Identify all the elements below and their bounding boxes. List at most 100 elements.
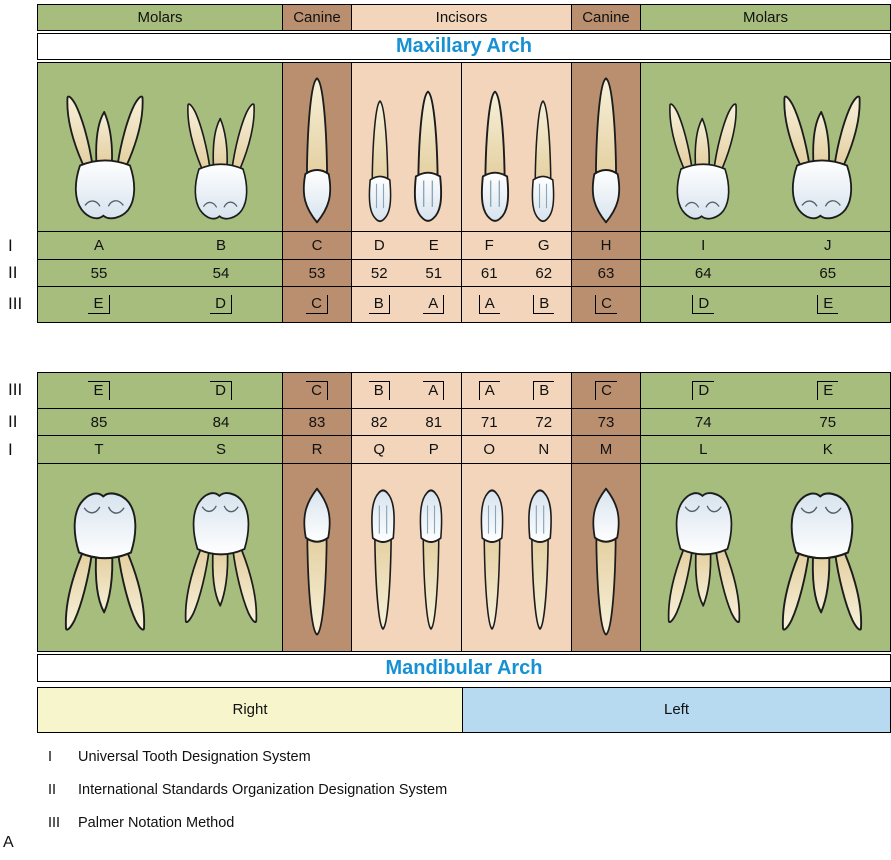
- tooth-code: T: [94, 441, 104, 458]
- row-label-universal-maxillary: I: [8, 236, 13, 255]
- upper-canine-icon: [591, 77, 621, 224]
- tooth-code: O: [483, 441, 496, 458]
- palmer-code: D: [692, 381, 715, 400]
- cell: C: [283, 232, 351, 259]
- tooth-code: G: [537, 237, 550, 254]
- lower-incisor-icon: [528, 489, 553, 630]
- cell: H: [572, 232, 640, 259]
- lower-molar-icon: [64, 492, 145, 631]
- tooth-code: N: [538, 441, 550, 458]
- tooth-code: Q: [373, 441, 386, 458]
- tooth-code: 54: [212, 264, 230, 282]
- upper-incisor-icon: [531, 100, 555, 223]
- palmer-code: E: [817, 295, 839, 314]
- palmer-code: A: [478, 295, 500, 314]
- legend-key: II: [48, 782, 57, 798]
- cell: 53: [283, 260, 351, 286]
- tooth-code: 85: [90, 413, 108, 431]
- tooth-code: 64: [694, 264, 712, 282]
- header-molars-left: Molars: [38, 5, 282, 30]
- header-incisors: Incisors: [352, 5, 571, 30]
- row-label-palmer-mandibular: III: [8, 380, 23, 399]
- palmer-code: E: [88, 381, 110, 400]
- lower-molar-icon: [782, 492, 863, 631]
- palmer-code: A: [423, 381, 445, 400]
- header-canine-left: Canine: [283, 5, 351, 30]
- palmer-code: B: [368, 295, 390, 314]
- row-label-palmer-maxillary: III: [8, 294, 23, 313]
- palmer-code: A: [478, 381, 500, 400]
- lower-canine-icon: [592, 487, 620, 636]
- palmer-code: C: [595, 381, 617, 400]
- maxillary-arch-title: Maxillary Arch: [37, 33, 891, 60]
- upper-molar-icon: [669, 103, 738, 220]
- chart: Molars Canine Incisors Canine Molars Max…: [37, 4, 891, 733]
- maxillary-left-incisors-cell: [462, 63, 571, 231]
- cell: C: [572, 373, 640, 408]
- tooth-code: H: [600, 237, 612, 254]
- tooth-code: C: [311, 237, 323, 254]
- mandibular-left-incisors-cell: [462, 464, 571, 651]
- legend-key: I: [48, 749, 53, 765]
- tooth-code: 63: [597, 264, 615, 282]
- palmer-code: B: [368, 381, 390, 400]
- legend-text: Palmer Notation Method: [78, 815, 235, 831]
- lower-incisor-icon: [370, 489, 395, 630]
- tooth-code: J: [824, 237, 832, 254]
- row-label-iso-maxillary: II: [8, 263, 18, 282]
- tooth-code: A: [93, 237, 104, 254]
- legend-row: I Universal Tooth Designation System: [48, 748, 447, 766]
- tooth-code: 72: [535, 413, 553, 431]
- mandibular-teeth-row: [37, 463, 891, 652]
- right-side-label: Right: [38, 688, 462, 732]
- tooth-code: S: [215, 441, 226, 458]
- tooth-code: 52: [370, 264, 388, 282]
- maxillary-teeth-row: [37, 62, 891, 232]
- tooth-code: M: [599, 441, 613, 458]
- palmer-code: D: [210, 381, 232, 400]
- legend-text: International Standards Organization Des…: [78, 782, 448, 798]
- tooth-code: 65: [819, 264, 837, 282]
- cell: C: [572, 287, 640, 322]
- tooth-code: L: [699, 441, 708, 458]
- side-footer-row: Right Left: [37, 687, 891, 733]
- tooth-code: 74: [694, 413, 712, 431]
- figure-label: A: [3, 834, 14, 851]
- tooth-code: 53: [308, 264, 326, 282]
- tooth-code: B: [215, 237, 226, 254]
- lower-incisor-icon: [419, 489, 443, 630]
- lower-incisor-icon: [480, 489, 504, 630]
- tooth-code: F: [484, 237, 494, 254]
- palmer-code: A: [423, 295, 445, 314]
- cell: 73: [572, 409, 640, 435]
- cell: R: [283, 436, 351, 463]
- tooth-code: D: [373, 237, 385, 254]
- legend-key: III: [48, 815, 61, 831]
- lower-molar-icon: [667, 492, 741, 624]
- maxillary-left-canine-cell: [572, 63, 640, 231]
- legend-row: III Palmer Notation Method: [48, 814, 447, 832]
- header-canine-right: Canine: [572, 5, 640, 30]
- maxillary-right-molars-cell: [38, 63, 282, 231]
- row-label-iso-mandibular: II: [8, 412, 18, 431]
- tooth-code: 75: [819, 413, 837, 431]
- maxillary-left-molars-cell: [641, 63, 890, 231]
- tooth-code: 82: [370, 413, 388, 431]
